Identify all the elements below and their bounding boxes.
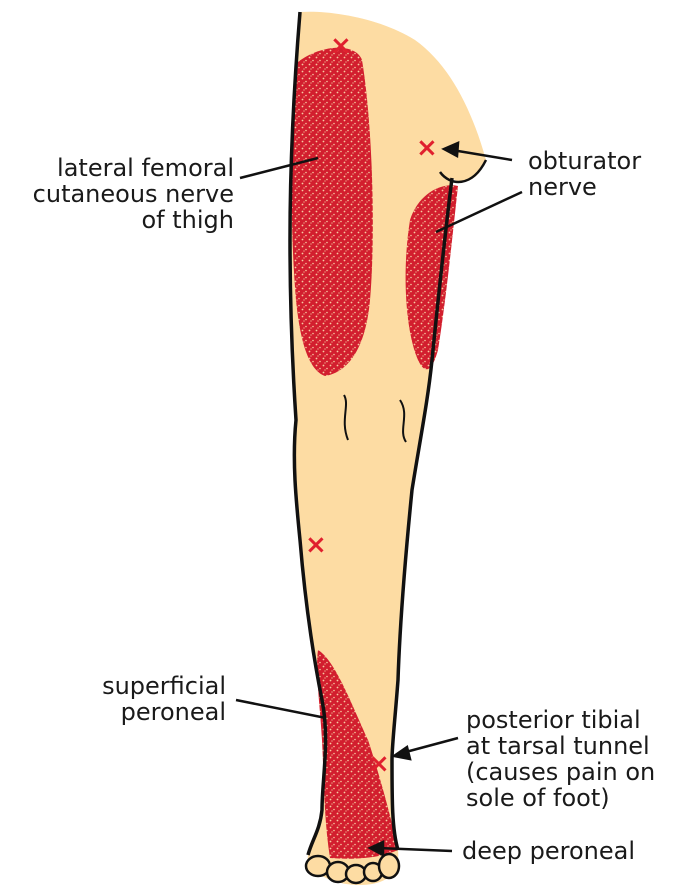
marker-peroneal-knee: × [305,532,327,558]
label-obturator-line2: nerve [528,174,641,200]
label-posterior-tibial-line2: at tarsal tunnel [466,733,655,759]
label-posterior-tibial-line1: posterior tibial [466,707,655,733]
marker-obturator: × [416,135,438,161]
leader-superficial-peroneal [236,700,326,718]
marker-hip: × [330,33,352,59]
label-obturator: obturator nerve [528,148,641,200]
label-lateral-femoral: lateral femoral cutaneous nerve of thigh [8,155,234,233]
label-posterior-tibial-line3: (causes pain on [466,759,655,785]
label-obturator-line1: obturator [528,148,641,174]
label-lateral-femoral-line1: lateral femoral [8,155,234,181]
label-deep-peroneal: deep peroneal [462,838,635,864]
label-superficial-peroneal-line2: peroneal [40,699,226,725]
label-posterior-tibial: posterior tibial at tarsal tunnel (cause… [466,707,655,811]
lateral-femoral-region [292,48,373,376]
obturator-region [406,185,458,369]
label-posterior-tibial-line4: sole of foot) [466,785,655,811]
marker-tarsal-tunnel: × [368,751,390,777]
label-deep-peroneal-line1: deep peroneal [462,838,635,864]
label-lateral-femoral-line2: cutaneous nerve [8,181,234,207]
leader-posterior-tibial [402,738,458,753]
arrowhead-posterior-tibial [394,747,410,759]
label-lateral-femoral-line3: of thigh [8,207,234,233]
label-superficial-peroneal: superficial peroneal [40,673,226,725]
label-superficial-peroneal-line1: superficial [40,673,226,699]
